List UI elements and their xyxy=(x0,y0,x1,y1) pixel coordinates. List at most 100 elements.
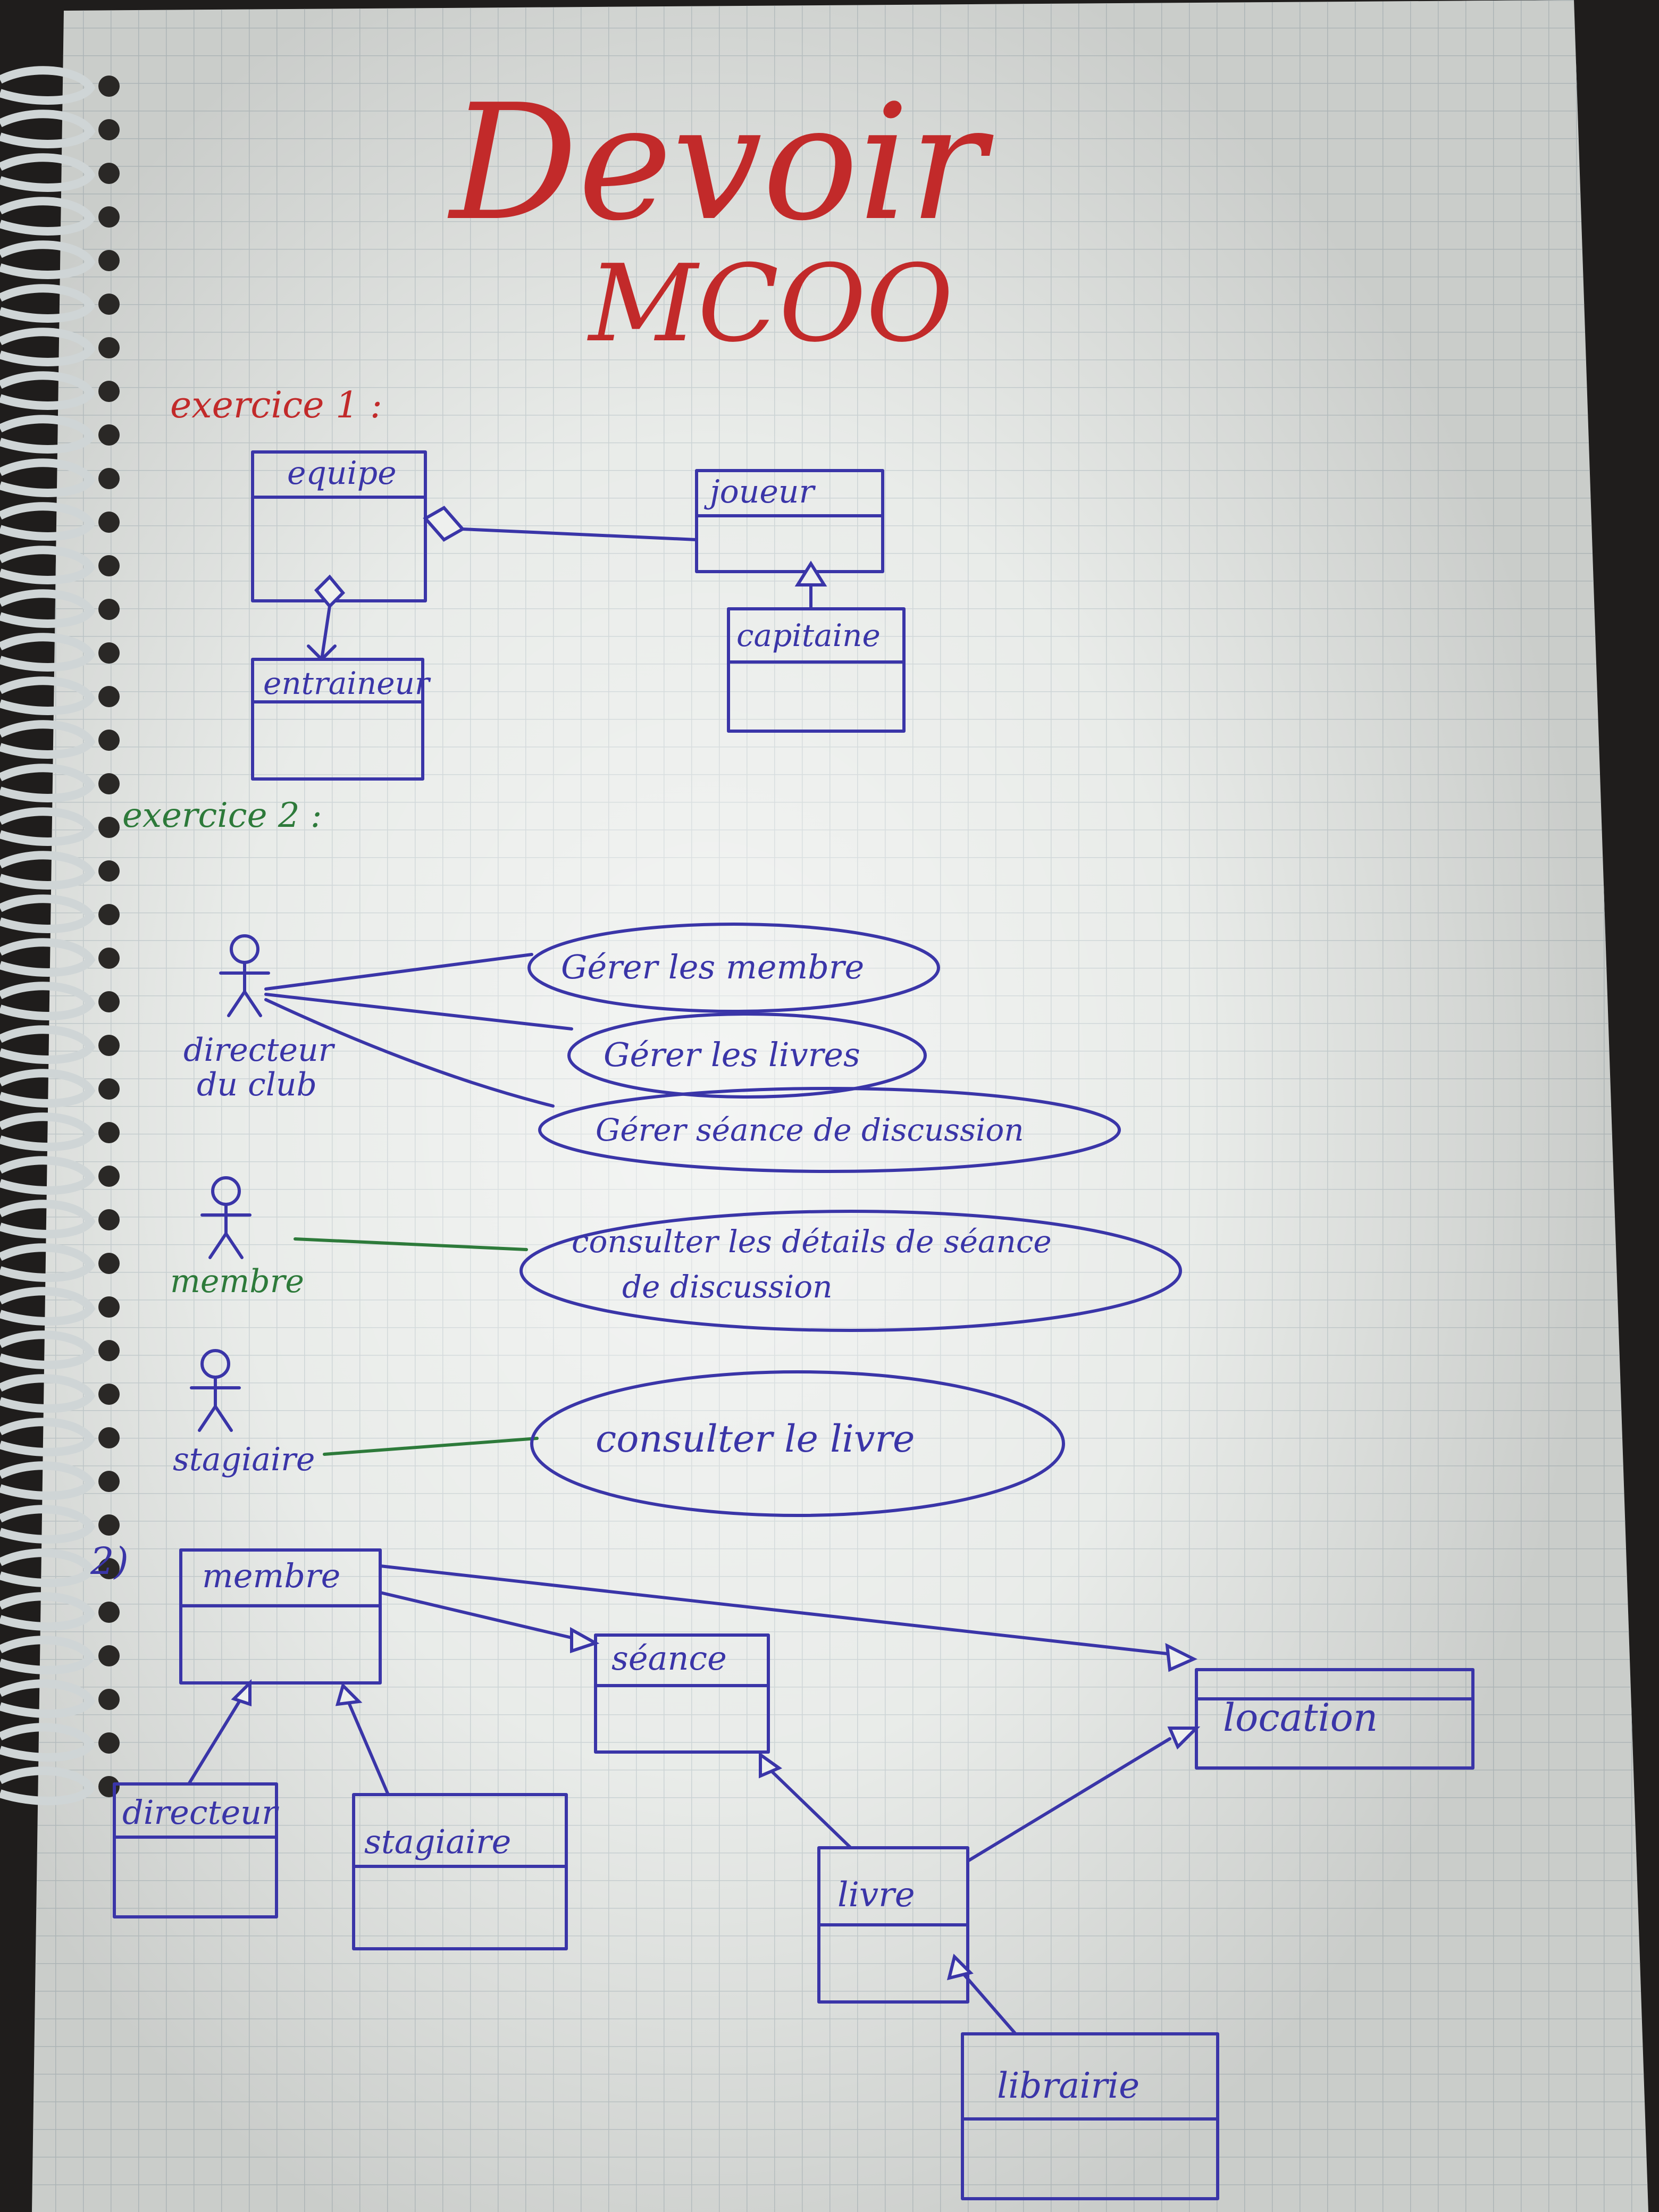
exercise1-diagram: equipe joueur entraineur capitaine xyxy=(251,450,906,781)
usecase-gerer-livres-label: Gérer les livres xyxy=(604,1035,860,1074)
spiral-ring xyxy=(0,1287,96,1326)
spiral-ring xyxy=(0,764,96,802)
punch-hole xyxy=(98,381,120,402)
punch-hole xyxy=(98,1732,120,1754)
punch-hole xyxy=(98,1035,120,1056)
punch-hole xyxy=(98,817,120,838)
class-joueur-label: joueur xyxy=(704,473,816,510)
usecase-gerer-livres xyxy=(567,1012,927,1099)
spiral-ring xyxy=(0,1679,96,1718)
spiral-ring xyxy=(0,589,96,628)
spiral-ring xyxy=(0,110,96,148)
spiral-ring xyxy=(0,240,96,279)
spiral-ring xyxy=(0,1461,96,1500)
spiral-ring xyxy=(0,458,96,497)
punch-hole xyxy=(98,1209,120,1230)
punch-hole xyxy=(98,686,120,707)
spiral-ring xyxy=(0,720,96,759)
punch-hole xyxy=(98,1166,120,1187)
class-capitaine-label: capitaine xyxy=(736,617,881,653)
punch-hole xyxy=(98,642,120,664)
spiral-ring xyxy=(0,1723,96,1762)
punch-hole xyxy=(98,468,120,489)
punch-hole xyxy=(98,1689,120,1710)
punch-hole xyxy=(98,1514,120,1536)
spiral-ring xyxy=(0,1156,96,1195)
title-devoir: Devoir xyxy=(448,70,994,256)
spiral-ring xyxy=(0,851,96,890)
title-mcoo: MCOO xyxy=(586,242,953,366)
spiral-ring xyxy=(0,415,96,454)
class-membre-box xyxy=(179,1548,382,1685)
usecase-gerer-membres xyxy=(527,923,940,1013)
spiral-ring xyxy=(0,1243,96,1282)
spiral-ring xyxy=(0,1374,96,1413)
spiral-ring xyxy=(0,371,96,410)
punch-hole xyxy=(98,1427,120,1448)
usecase-consulter-details xyxy=(520,1210,1182,1332)
spiral-ring xyxy=(0,153,96,192)
spiral-ring xyxy=(0,676,96,715)
usecase-gerer-seance xyxy=(538,1087,1121,1173)
punch-hole xyxy=(98,163,120,184)
punch-hole xyxy=(98,730,120,751)
class-capitaine-box xyxy=(727,607,906,733)
punch-hole xyxy=(98,1776,120,1797)
punch-hole xyxy=(98,1296,120,1318)
punch-hole xyxy=(98,1078,120,1100)
spiral-ring xyxy=(0,1505,96,1544)
punch-hole xyxy=(98,1645,120,1666)
spiral-ring xyxy=(0,633,96,672)
punch-hole xyxy=(98,1602,120,1623)
class-librairie-label: librairie xyxy=(997,2065,1139,2106)
class-seance-label: séance xyxy=(611,1639,727,1678)
class-equipe-label: equipe xyxy=(287,455,397,492)
class-diagram-2: membre séance location directeur stagiai… xyxy=(113,1548,1474,2200)
aggregation-diamond xyxy=(423,506,465,542)
spiral-ring xyxy=(0,807,96,846)
punch-hole xyxy=(98,599,120,620)
punch-hole xyxy=(98,206,120,228)
exercise2-label: exercice 2 : xyxy=(122,796,322,835)
punch-hole xyxy=(98,337,120,358)
class-directeur-box xyxy=(113,1782,278,1918)
class-stagiaire-box xyxy=(352,1793,568,1950)
spiral-ring xyxy=(0,1766,96,1805)
spiral-ring xyxy=(0,328,96,366)
usecase-consulter-details-label-2: de discussion xyxy=(622,1269,833,1305)
punch-hole xyxy=(98,555,120,576)
punch-hole xyxy=(98,1471,120,1492)
punch-hole xyxy=(98,512,120,533)
punch-hole xyxy=(98,904,120,925)
spiral-ring xyxy=(0,1200,96,1238)
punch-hole xyxy=(98,1384,120,1405)
punch-hole xyxy=(98,948,120,969)
class-librairie-box xyxy=(961,2032,1219,2200)
spiral-ring xyxy=(0,1112,96,1151)
punch-hole xyxy=(98,860,120,882)
class-entraineur-label: entraineur xyxy=(263,665,431,701)
usecase-gerer-membres-label: Gérer les membre xyxy=(561,948,864,986)
punch-hole xyxy=(98,991,120,1012)
spiral-ring xyxy=(0,66,96,105)
punch-hole xyxy=(98,773,120,794)
class-seance-box xyxy=(594,1633,770,1754)
punch-hole xyxy=(98,294,120,315)
actor-membre-label: membre xyxy=(170,1263,304,1300)
punch-hole xyxy=(98,1340,120,1361)
actor-membre-icon xyxy=(200,1176,252,1259)
usecase-consulter-livre-label: consulter le livre xyxy=(596,1417,915,1461)
spiral-ring xyxy=(0,1636,96,1674)
punch-hole xyxy=(98,250,120,271)
actor-stagiaire-icon xyxy=(190,1349,241,1432)
punch-hole xyxy=(98,76,120,97)
class-membre-label: membre xyxy=(202,1556,340,1595)
usecase-gerer-seance-label: Gérer séance de discussion xyxy=(596,1112,1024,1148)
class-location-label: location xyxy=(1223,1695,1378,1740)
part2-label: 2) xyxy=(90,1539,129,1583)
spiral-ring xyxy=(0,1330,96,1369)
spiral-ring xyxy=(0,502,96,541)
class-livre-label: livre xyxy=(837,1875,915,1915)
spiral-ring xyxy=(0,1069,96,1108)
spiral-ring xyxy=(0,1548,96,1587)
